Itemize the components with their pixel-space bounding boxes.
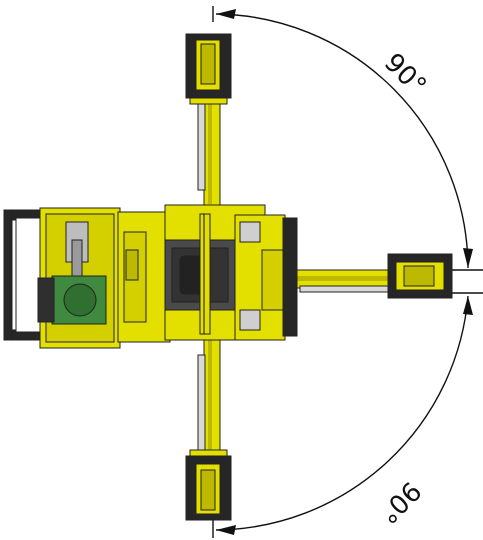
upper-angle-label: 90° xyxy=(378,48,432,102)
arrow-right-lower xyxy=(463,296,473,315)
arrow-bottom xyxy=(216,525,236,535)
front-stabilizer xyxy=(282,217,298,337)
lower-arm-cylinder xyxy=(197,354,206,466)
lower-arm-assembly xyxy=(185,334,232,521)
upper-swing-arc xyxy=(215,13,469,269)
machine-body xyxy=(3,204,298,349)
lower-angle-label: 90° xyxy=(372,475,426,529)
right-arm-cylinder xyxy=(299,285,391,293)
arrowheads xyxy=(216,9,473,535)
arrow-right-upper xyxy=(463,248,473,268)
right-arm-assembly xyxy=(284,253,453,299)
arrow-top xyxy=(216,9,236,19)
upper-arm-assembly xyxy=(185,33,232,211)
lower-swing-arc xyxy=(215,295,469,531)
